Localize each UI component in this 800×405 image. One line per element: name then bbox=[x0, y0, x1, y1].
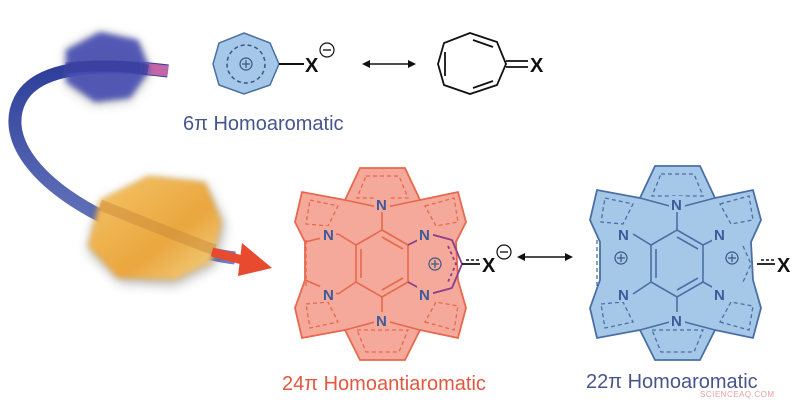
blue-nitrogen-atoms: N N N N N N bbox=[615, 196, 728, 330]
svg-text:N: N bbox=[714, 227, 725, 244]
ribbon-overlay-gold bbox=[98, 199, 217, 256]
svg-text:N: N bbox=[714, 287, 725, 304]
svg-text:N: N bbox=[376, 313, 387, 330]
svg-text:N: N bbox=[323, 287, 334, 304]
red-arrow-head bbox=[238, 243, 272, 276]
x-substituent-2: X bbox=[530, 55, 544, 77]
blue-outer-ring bbox=[589, 165, 762, 361]
blue-cation-charges bbox=[614, 251, 739, 265]
svg-text:N: N bbox=[376, 197, 387, 214]
label-6pi-homoaromatic: 6π Homoaromatic bbox=[183, 113, 344, 135]
svg-text:N: N bbox=[618, 227, 629, 244]
svg-text:N: N bbox=[419, 227, 430, 244]
ribbon-overlay bbox=[65, 60, 150, 76]
svg-text:N: N bbox=[419, 287, 430, 304]
svg-text:N: N bbox=[671, 197, 682, 214]
red-x-substituent: X bbox=[482, 255, 496, 277]
svg-text:N: N bbox=[671, 313, 682, 330]
svg-text:N: N bbox=[323, 227, 334, 244]
blue-x-substituent: X bbox=[777, 255, 791, 277]
resonance-arrow-top bbox=[362, 60, 416, 68]
blue-structure: X N N N N N N bbox=[589, 165, 791, 361]
red-nitrogen-atoms: N N N N N N bbox=[320, 196, 433, 330]
red-outer-ring bbox=[294, 167, 467, 361]
label-24pi-homoantiaromatic: 24π Homoantiaromatic bbox=[282, 373, 486, 395]
heptafulvene-structure bbox=[437, 32, 528, 95]
red-structure: X N N N N N N bbox=[294, 167, 512, 361]
label-22pi-homoaromatic: 22π Homoaromatic bbox=[586, 371, 758, 393]
x-substituent: X bbox=[305, 55, 319, 77]
watermark: SCIENCEAQ.COM bbox=[700, 390, 775, 399]
resonance-arrow-bottom bbox=[517, 253, 573, 261]
red-cation-charge-icon bbox=[428, 257, 442, 271]
svg-text:N: N bbox=[618, 287, 629, 304]
tropylium-structure bbox=[212, 32, 304, 95]
